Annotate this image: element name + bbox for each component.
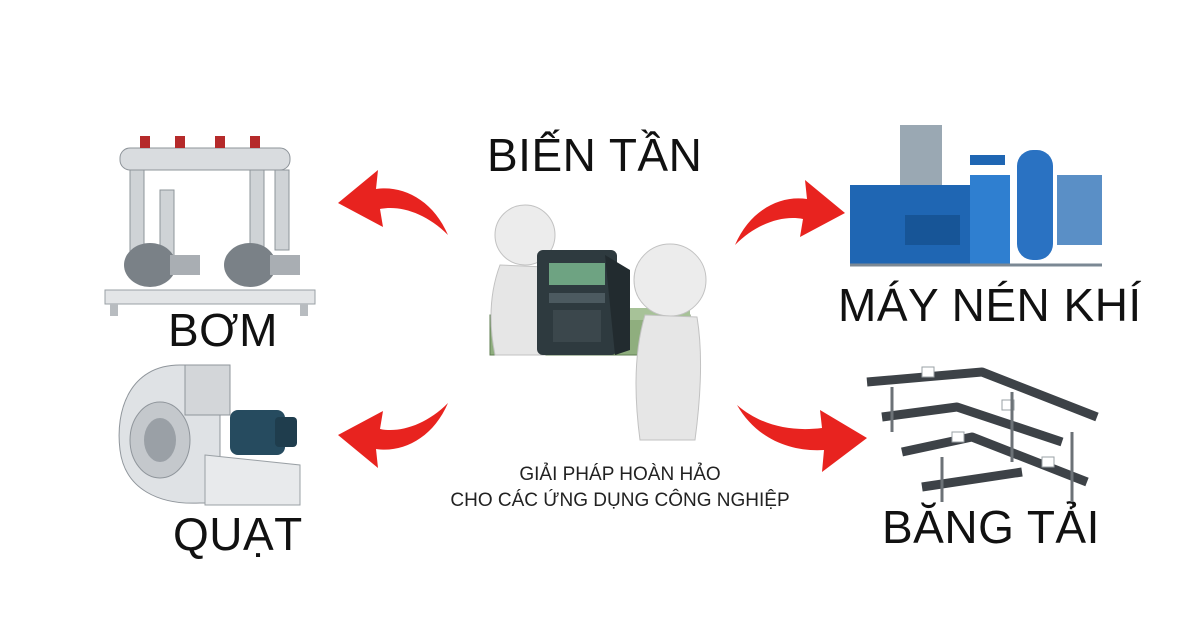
conveyor-illustration [866,366,1099,502]
subtitle-line-1: GIẢI PHÁP HOÀN HẢO [519,464,721,485]
label-pump: BƠM [168,304,278,356]
diagram-title: BIẾN TẦN [487,129,703,181]
subtitle-line-2: CHO CÁC ỨNG DỤNG CÔNG NGHIỆP [450,490,790,511]
label-compressor: MÁY NÉN KHÍ [838,279,1142,331]
fan-illustration [118,364,301,506]
subtitle: GIẢI PHÁP HOÀN HẢO CHO CÁC ỨNG DỤNG CÔNG… [400,462,840,514]
arrow-to-compressor [735,180,845,245]
arrow-to-pump [338,170,448,235]
pump-illustration [104,136,316,316]
label-conveyor: BĂNG TẢI [882,501,1100,553]
arrow-to-fan [338,403,448,468]
compressor-illustration [850,125,1102,267]
inverter-illustration [489,204,707,441]
label-fan: QUẠT [173,508,303,560]
arrow-to-conveyor [737,405,867,472]
